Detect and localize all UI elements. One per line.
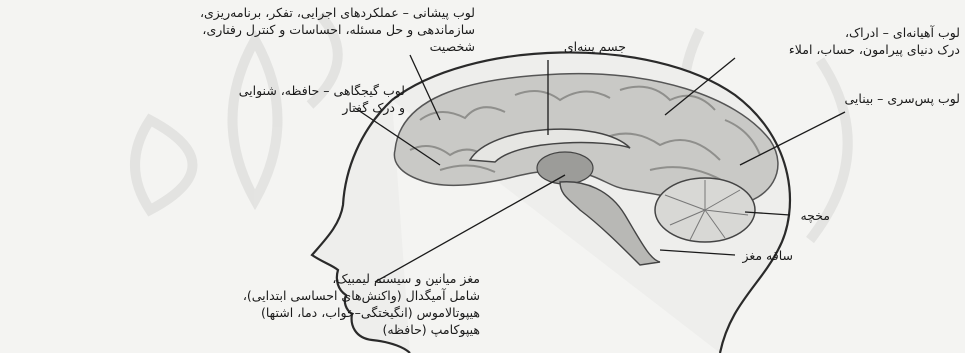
label-line: لوب گیجگاهی – حافظه، شنوایی <box>175 82 405 99</box>
midbrain <box>537 152 593 184</box>
label-brainstem: ساقه مغز <box>733 247 793 264</box>
label-parietal-lobe: لوب آهیانه‌ای – ادراک، درک دنیای پیرامون… <box>640 24 960 58</box>
label-frontal-lobe: لوب پیشانی – عملکردهای اجرایی، تفکر، برن… <box>290 4 475 55</box>
label-line: ساقه مغز <box>733 247 793 264</box>
label-limbic-system: مغز میانین و سیستم لیمبیک، شامل آمیگدال … <box>255 270 480 338</box>
label-line: سازماندهی و حل مسئله، احساسات و کنترل رف… <box>290 21 475 38</box>
label-temporal-lobe: لوب گیجگاهی – حافظه، شنوایی و درک گفتار <box>175 82 405 116</box>
label-line: و درک گفتار <box>175 99 405 116</box>
label-occipital-lobe: لوب پس‌سری – بینایی <box>790 90 960 107</box>
label-line: لوب پس‌سری – بینایی <box>790 90 960 107</box>
label-line: مغز میانین و سیستم لیمبیک، <box>255 270 480 287</box>
label-cerebellum: مخچه <box>790 207 830 224</box>
label-line: هیپوکامپ (حافظه) <box>255 321 480 338</box>
label-line: هیپوتالاموس (انگیختگی–خواب، دما، اشتها) <box>255 304 480 321</box>
label-line: جسم پینه‌ای <box>548 38 626 55</box>
label-line: درک دنیای پیرامون، حساب، املاء <box>640 41 960 58</box>
label-line: مخچه <box>790 207 830 224</box>
label-line: شخصیت <box>290 38 475 55</box>
label-line: شامل آمیگدال (واکنش‌های احساسی ابتدایی)، <box>255 287 480 304</box>
label-corpus-callosum: جسم پینه‌ای <box>548 38 626 55</box>
label-line: لوب پیشانی – عملکردهای اجرایی، تفکر، برن… <box>290 4 475 21</box>
label-line: لوب آهیانه‌ای – ادراک، <box>640 24 960 41</box>
